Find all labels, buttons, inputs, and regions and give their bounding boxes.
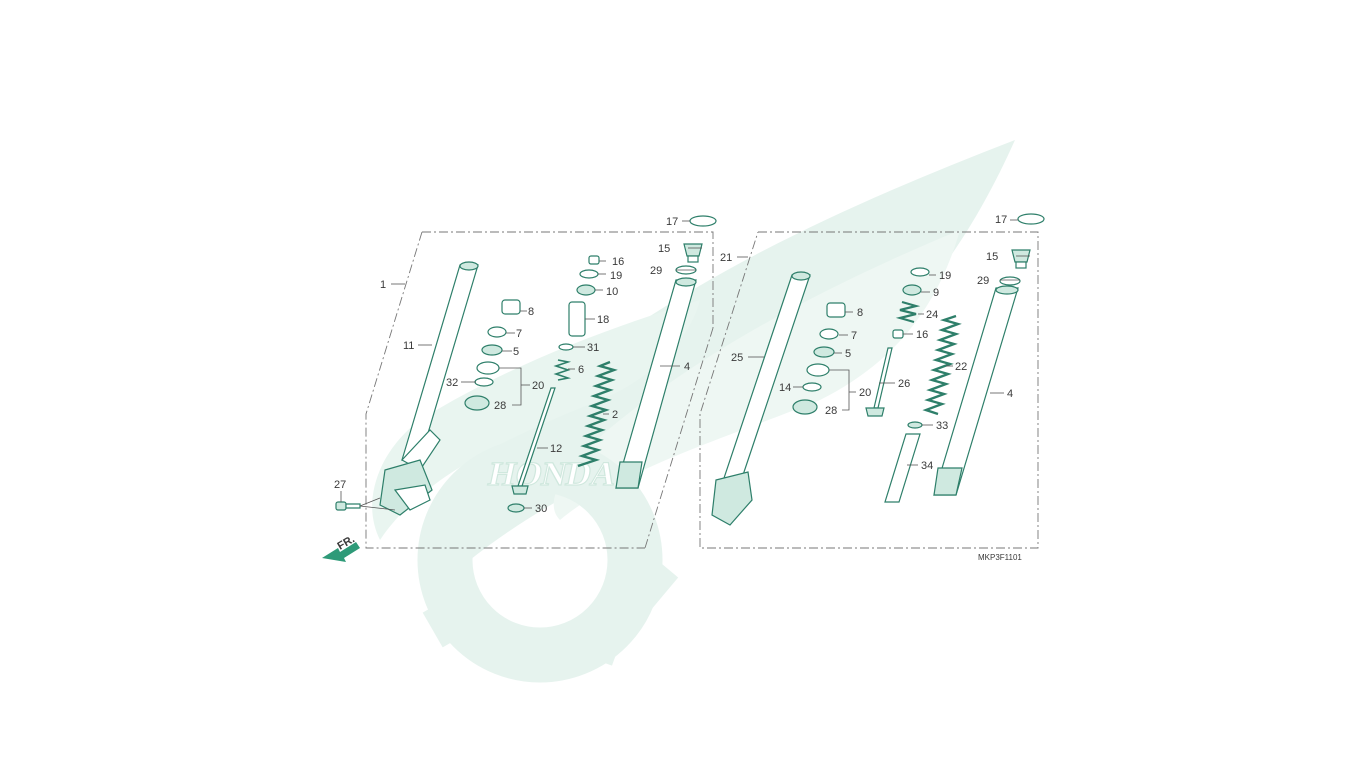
part-28-dust-seal	[464, 395, 490, 411]
part-28-dust-seal-right	[792, 399, 818, 415]
callout-21: 21	[720, 252, 732, 264]
part-9-washer	[902, 284, 922, 296]
callout-5-right: 5	[845, 348, 851, 360]
part-22-fork-spring	[922, 314, 962, 416]
front-direction-arrow: FR.	[322, 533, 360, 562]
callout-4: 4	[684, 361, 690, 373]
callout-34: 34	[921, 460, 933, 472]
part-20-seal	[476, 361, 500, 375]
callout-16-right: 16	[916, 329, 928, 341]
callout-9: 9	[933, 287, 939, 299]
part-7-washer	[487, 326, 507, 338]
part-26-rod	[865, 347, 893, 417]
part-17-o-ring	[689, 215, 717, 227]
callout-17-right: 17	[995, 214, 1007, 226]
part-30-washer	[507, 503, 525, 513]
callout-16: 16	[612, 256, 624, 268]
fork-tube-left	[379, 261, 479, 516]
part-16-nut-right	[892, 329, 904, 339]
callout-26: 26	[898, 378, 910, 390]
frame-connector	[644, 327, 714, 549]
part-33-ring	[907, 421, 923, 429]
callout-11: 11	[403, 340, 414, 352]
part-7-washer-right	[819, 328, 839, 340]
part-34-collar	[884, 433, 921, 503]
part-15-fork-cap-right	[1011, 249, 1031, 269]
callout-24: 24	[926, 309, 938, 321]
left-assembly-frame	[365, 231, 714, 549]
part-16-nut	[588, 255, 600, 265]
part-5-seal-right	[813, 346, 835, 358]
callout-17: 17	[666, 216, 678, 228]
callout-31: 31	[587, 342, 599, 354]
callout-22: 22	[955, 361, 967, 373]
callout-18: 18	[597, 314, 609, 326]
callout-19: 19	[610, 270, 622, 282]
callout-5: 5	[513, 346, 519, 358]
part-27-bolt	[335, 501, 361, 511]
callout-8-right: 8	[857, 307, 863, 319]
callout-19-right: 19	[939, 270, 951, 282]
callout-29-right: 29	[977, 275, 989, 287]
part-5-seal	[481, 344, 503, 356]
callout-28-right: 28	[825, 405, 837, 417]
part-15-fork-cap	[683, 243, 703, 263]
part-29-o-ring-right	[999, 276, 1021, 286]
part-19-clip-right	[910, 267, 930, 277]
callout-29: 29	[650, 265, 662, 277]
callout-4-right: 4	[1007, 388, 1013, 400]
part-12-damper-rod	[511, 387, 556, 495]
honda-wing-watermark: HONDA	[372, 140, 1015, 683]
callout-8: 8	[528, 306, 534, 318]
callout-labels: 1 11 8 7 5 20 32 28 16 19 10 18 31 6 2 1…	[334, 214, 1013, 515]
callout-20-right: 20	[859, 387, 871, 399]
part-2-fork-spring	[577, 360, 618, 468]
callout-12: 12	[550, 443, 562, 455]
part-19-clip	[579, 269, 599, 279]
callout-20: 20	[532, 380, 544, 392]
part-18-collar	[568, 301, 586, 337]
callout-32: 32	[446, 377, 458, 389]
part-6-spring	[553, 359, 572, 381]
part-17-o-ring-right	[1017, 213, 1045, 225]
callout-30: 30	[535, 503, 547, 515]
part-8-bushing-right	[826, 302, 846, 318]
part-31-ring	[558, 343, 574, 351]
part-4-inner-tube-left	[615, 277, 697, 489]
callout-27: 27	[334, 479, 346, 491]
fork-tube-right	[711, 271, 811, 526]
part-4-inner-tube-right	[933, 285, 1019, 496]
callout-28: 28	[494, 400, 506, 412]
callout-33: 33	[936, 420, 948, 432]
part-24-spring	[895, 300, 921, 324]
right-assembly-frame	[699, 231, 1039, 549]
callout-2: 2	[612, 409, 618, 421]
callout-6: 6	[578, 364, 584, 376]
part-20-seal-right	[806, 363, 830, 377]
callout-14: 14	[779, 382, 791, 394]
callout-7: 7	[516, 328, 522, 340]
callout-15: 15	[658, 243, 670, 255]
leader-lines	[340, 219, 1030, 511]
callout-25: 25	[731, 352, 743, 364]
callout-15-right: 15	[986, 251, 998, 263]
callout-10: 10	[606, 286, 618, 298]
honda-watermark-text: HONDA	[485, 455, 620, 493]
part-14-clip	[802, 382, 822, 392]
callout-7-right: 7	[851, 330, 857, 342]
part-10-washer	[576, 284, 596, 296]
part-8-bushing	[501, 299, 521, 315]
callout-1: 1	[380, 279, 386, 291]
part-32-clip	[474, 377, 494, 387]
diagram-code: MKP3F1101	[978, 553, 1022, 562]
